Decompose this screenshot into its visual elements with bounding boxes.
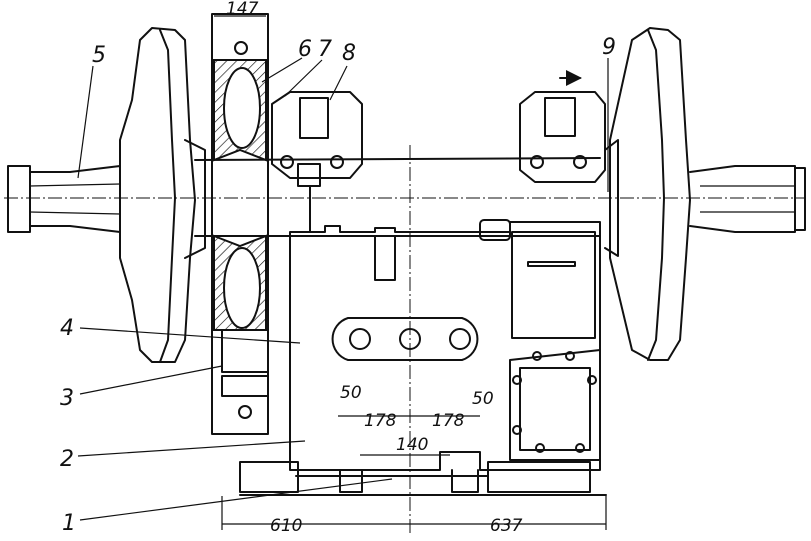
leader-lines — [77, 57, 609, 521]
right-wheel — [604, 27, 691, 361]
label-5: 5 — [92, 43, 106, 68]
label-1: 1 — [62, 511, 76, 536]
driven-gear — [211, 13, 269, 435]
right-axle-journal — [689, 165, 806, 233]
label-6: 6 — [298, 37, 312, 62]
label-3: 3 — [60, 386, 74, 411]
leader-4 — [79, 327, 301, 344]
leader-7 — [284, 59, 323, 97]
dim-140: 140 — [396, 435, 428, 455]
label-8: 8 — [342, 41, 356, 66]
label-4: 4 — [60, 316, 74, 341]
leader-3 — [79, 365, 223, 395]
gearbox-housing — [289, 219, 601, 471]
main-axle — [194, 157, 601, 237]
dim-178-right: 178 — [432, 411, 465, 431]
label-2: 2 — [60, 447, 74, 472]
leader-2 — [77, 440, 306, 457]
left-wheel — [119, 27, 206, 363]
dim-610: 610 — [270, 516, 302, 536]
leader-5 — [77, 65, 94, 179]
dim-147: 147 — [226, 0, 259, 19]
left-axle-journal — [7, 165, 121, 233]
leader-1 — [79, 478, 393, 521]
label-9: 9 — [602, 35, 616, 60]
left-bearing-housing — [271, 91, 363, 233]
leader-8 — [329, 65, 348, 101]
dim-637: 637 — [490, 516, 523, 536]
leader-6 — [261, 57, 303, 83]
label-7: 7 — [318, 37, 332, 62]
base-frame — [239, 461, 607, 496]
dim-178-left: 178 — [364, 411, 397, 431]
right-bearing-housing — [519, 70, 606, 183]
dim-50-left: 50 — [340, 383, 362, 403]
dim-50-right: 50 — [472, 389, 494, 409]
dimension-lines — [214, 15, 607, 530]
